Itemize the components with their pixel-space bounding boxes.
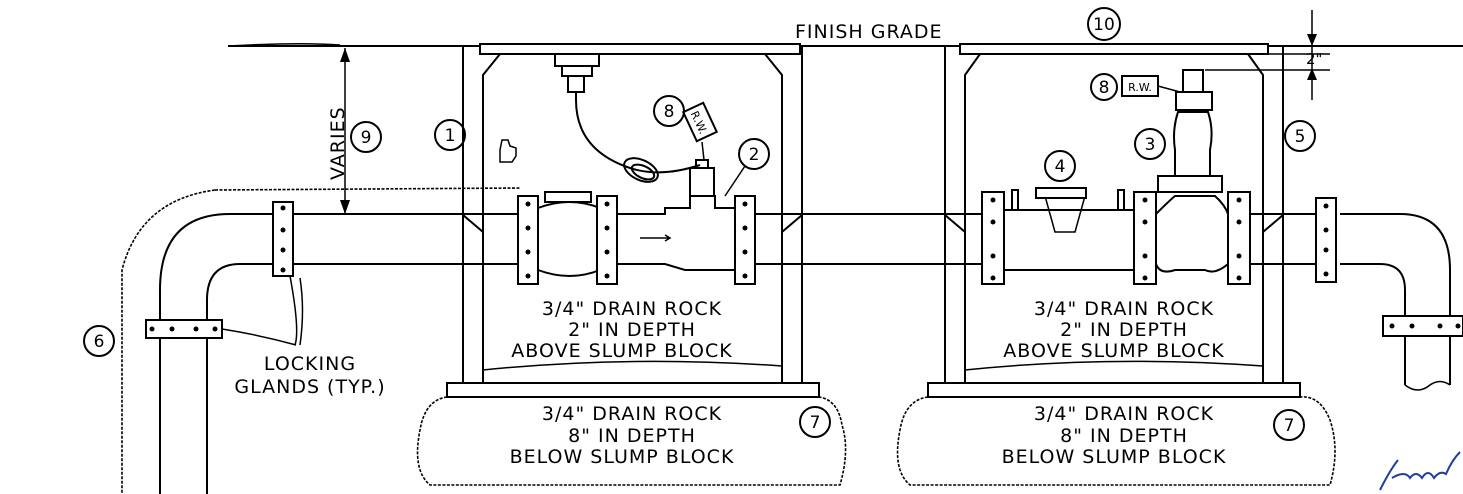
svg-text:BELOW SLUMP BLOCK: BELOW SLUMP BLOCK: [1002, 446, 1227, 468]
svg-text:1: 1: [445, 126, 456, 146]
svg-text:7: 7: [810, 413, 821, 433]
backflow-preventer: [981, 187, 1157, 285]
svg-text:2" IN DEPTH: 2" IN DEPTH: [568, 319, 696, 341]
svg-text:8: 8: [664, 102, 675, 122]
flange-right-vertical: [1382, 315, 1463, 337]
callout-9: 9: [350, 121, 382, 153]
svg-text:3/4" DRAIN ROCK: 3/4" DRAIN ROCK: [542, 298, 722, 320]
pressure-reducing-valve: [617, 159, 756, 285]
right-below-text: 3/4" DRAIN ROCK 8" IN DEPTH BELOW SLUMP …: [1002, 403, 1227, 468]
callout-6: 6: [83, 325, 115, 357]
flange-right-1: [1315, 197, 1337, 283]
callout-7-right: 7: [1273, 409, 1305, 441]
callout-8-left: 8: [653, 95, 685, 127]
rw-tag-right: R.W.: [1121, 75, 1181, 97]
callout-4: 4: [1044, 150, 1076, 182]
right-above-text: 3/4" DRAIN ROCK 2" IN DEPTH ABOVE SLUMP …: [1003, 298, 1224, 362]
two-inch-dimension: [1205, 10, 1330, 100]
svg-text:9: 9: [361, 128, 372, 148]
flange-left-vertical: [145, 319, 223, 339]
left-below-text: 3/4" DRAIN ROCK 8" IN DEPTH BELOW SLUMP …: [510, 403, 735, 468]
svg-text:7: 7: [1284, 416, 1295, 436]
svg-text:8" IN DEPTH: 8" IN DEPTH: [1060, 425, 1188, 447]
svg-text:6: 6: [94, 332, 105, 352]
flange-left-1: [272, 201, 294, 277]
callout-7-left: 7: [799, 406, 831, 438]
svg-text:3/4" DRAIN ROCK: 3/4" DRAIN ROCK: [1034, 403, 1214, 425]
svg-text:3/4" DRAIN ROCK: 3/4" DRAIN ROCK: [1034, 298, 1214, 320]
right-vault: [896, 43, 1336, 486]
finish-grade-label: FINISH GRADE: [795, 21, 943, 43]
callout-3: 3: [1134, 128, 1166, 160]
svg-text:ABOVE SLUMP BLOCK: ABOVE SLUMP BLOCK: [1003, 340, 1224, 362]
svg-text:8: 8: [1099, 78, 1110, 98]
locking-glands-label-2: GLANDS (TYP.): [234, 376, 385, 398]
varies-label: VARIES: [327, 106, 349, 180]
svg-text:R.W.: R.W.: [1128, 81, 1152, 94]
water-meter: [517, 191, 618, 285]
hand-icon: [499, 139, 517, 163]
callout-2: 2: [724, 138, 770, 197]
svg-text:5: 5: [1295, 127, 1306, 147]
sensor-cable: [554, 53, 701, 183]
svg-text:4: 4: [1055, 157, 1066, 177]
svg-text:10: 10: [1093, 15, 1115, 35]
svg-text:8" IN DEPTH: 8" IN DEPTH: [568, 425, 696, 447]
callout-5: 5: [1284, 120, 1316, 152]
svg-text:2" IN DEPTH: 2" IN DEPTH: [1060, 319, 1188, 341]
callout-10: 10: [1087, 7, 1121, 41]
left-above-text: 3/4" DRAIN ROCK 2" IN DEPTH ABOVE SLUMP …: [511, 298, 732, 362]
locking-glands-label-1: LOCKING: [264, 353, 356, 375]
locking-glands-leader: [289, 275, 304, 346]
signature: [1379, 451, 1461, 491]
svg-text:2: 2: [749, 145, 760, 165]
svg-text:BELOW SLUMP BLOCK: BELOW SLUMP BLOCK: [510, 446, 735, 468]
svg-text:3: 3: [1145, 135, 1156, 155]
rw-tag-left: R.W.: [681, 101, 719, 143]
main-pipe: [121, 187, 1451, 494]
two-inch-label: 2": [1306, 50, 1322, 68]
callout-8-right: 8: [1090, 73, 1118, 101]
gate-valve: [1155, 69, 1251, 285]
callout-1: 1: [434, 119, 466, 151]
svg-text:ABOVE SLUMP BLOCK: ABOVE SLUMP BLOCK: [511, 340, 732, 362]
svg-text:3/4" DRAIN ROCK: 3/4" DRAIN ROCK: [542, 403, 722, 425]
varies-dimension: [340, 48, 350, 214]
finish-grade-line: [227, 42, 1463, 47]
